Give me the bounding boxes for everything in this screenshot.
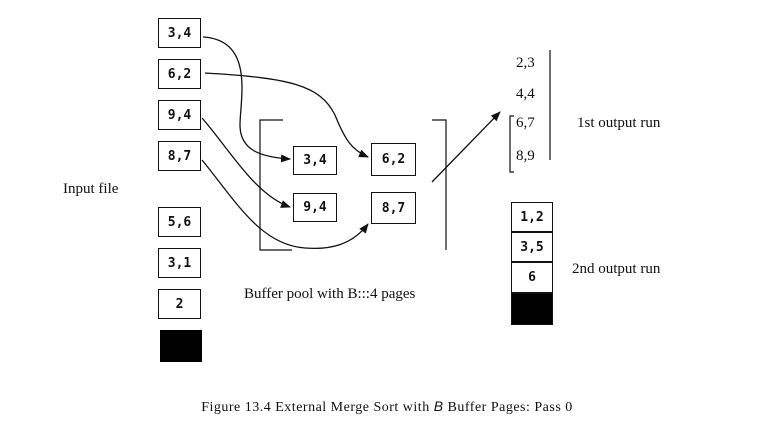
first-run-value-1: 2,3 (516, 55, 535, 71)
input-file-label: Input file (63, 181, 119, 197)
input-page-5: 5,6 (158, 207, 201, 237)
input-page-8-filled (160, 330, 202, 362)
caption-italic-b: B (433, 398, 444, 414)
first-run-value-4: 8,9 (516, 148, 535, 164)
arrow-input-94 (201, 117, 291, 208)
buffer-page-3: 9,4 (293, 193, 337, 222)
second-run-cell-4-filled (511, 293, 553, 325)
second-run-cell-3: 6 (511, 262, 553, 293)
caption-suffix: Buffer Pages: Pass 0 (443, 400, 573, 415)
input-page-7: 2 (158, 289, 201, 319)
buffer-page-2: 6,2 (371, 143, 416, 176)
caption-prefix: Figure 13.4 External Merge Sort with (201, 400, 434, 415)
buffer-pool-frame-left (259, 119, 292, 251)
arrow-to-output (431, 111, 501, 183)
first-run-value-2: 4,4 (516, 86, 535, 102)
arrow-input-87 (201, 159, 369, 250)
second-run-label: 2nd output run (572, 261, 661, 277)
buffer-page-1: 3,4 (293, 146, 337, 175)
input-page-6: 3,1 (158, 248, 201, 278)
buffer-pool-frame-right (432, 119, 447, 250)
input-page-4: 8,7 (158, 141, 201, 171)
first-run-bracket-left (509, 115, 514, 173)
first-run-value-3: 6,7 (516, 115, 535, 131)
arrow-input-62 (204, 72, 369, 158)
input-page-2: 6,2 (158, 59, 201, 89)
input-page-1: 3,4 (158, 18, 201, 48)
figure-caption: Figure 13.4 External Merge Sort with B B… (0, 398, 774, 416)
second-run-cell-2: 3,5 (511, 232, 553, 262)
first-run-label: 1st output run (577, 115, 661, 131)
buffer-pool-label: Buffer pool with B:::4 pages (244, 286, 416, 302)
arrow-input-34 (202, 36, 291, 163)
second-run-cell-1: 1,2 (511, 202, 553, 232)
buffer-page-4: 8,7 (371, 192, 416, 224)
input-page-3: 9,4 (158, 100, 201, 130)
